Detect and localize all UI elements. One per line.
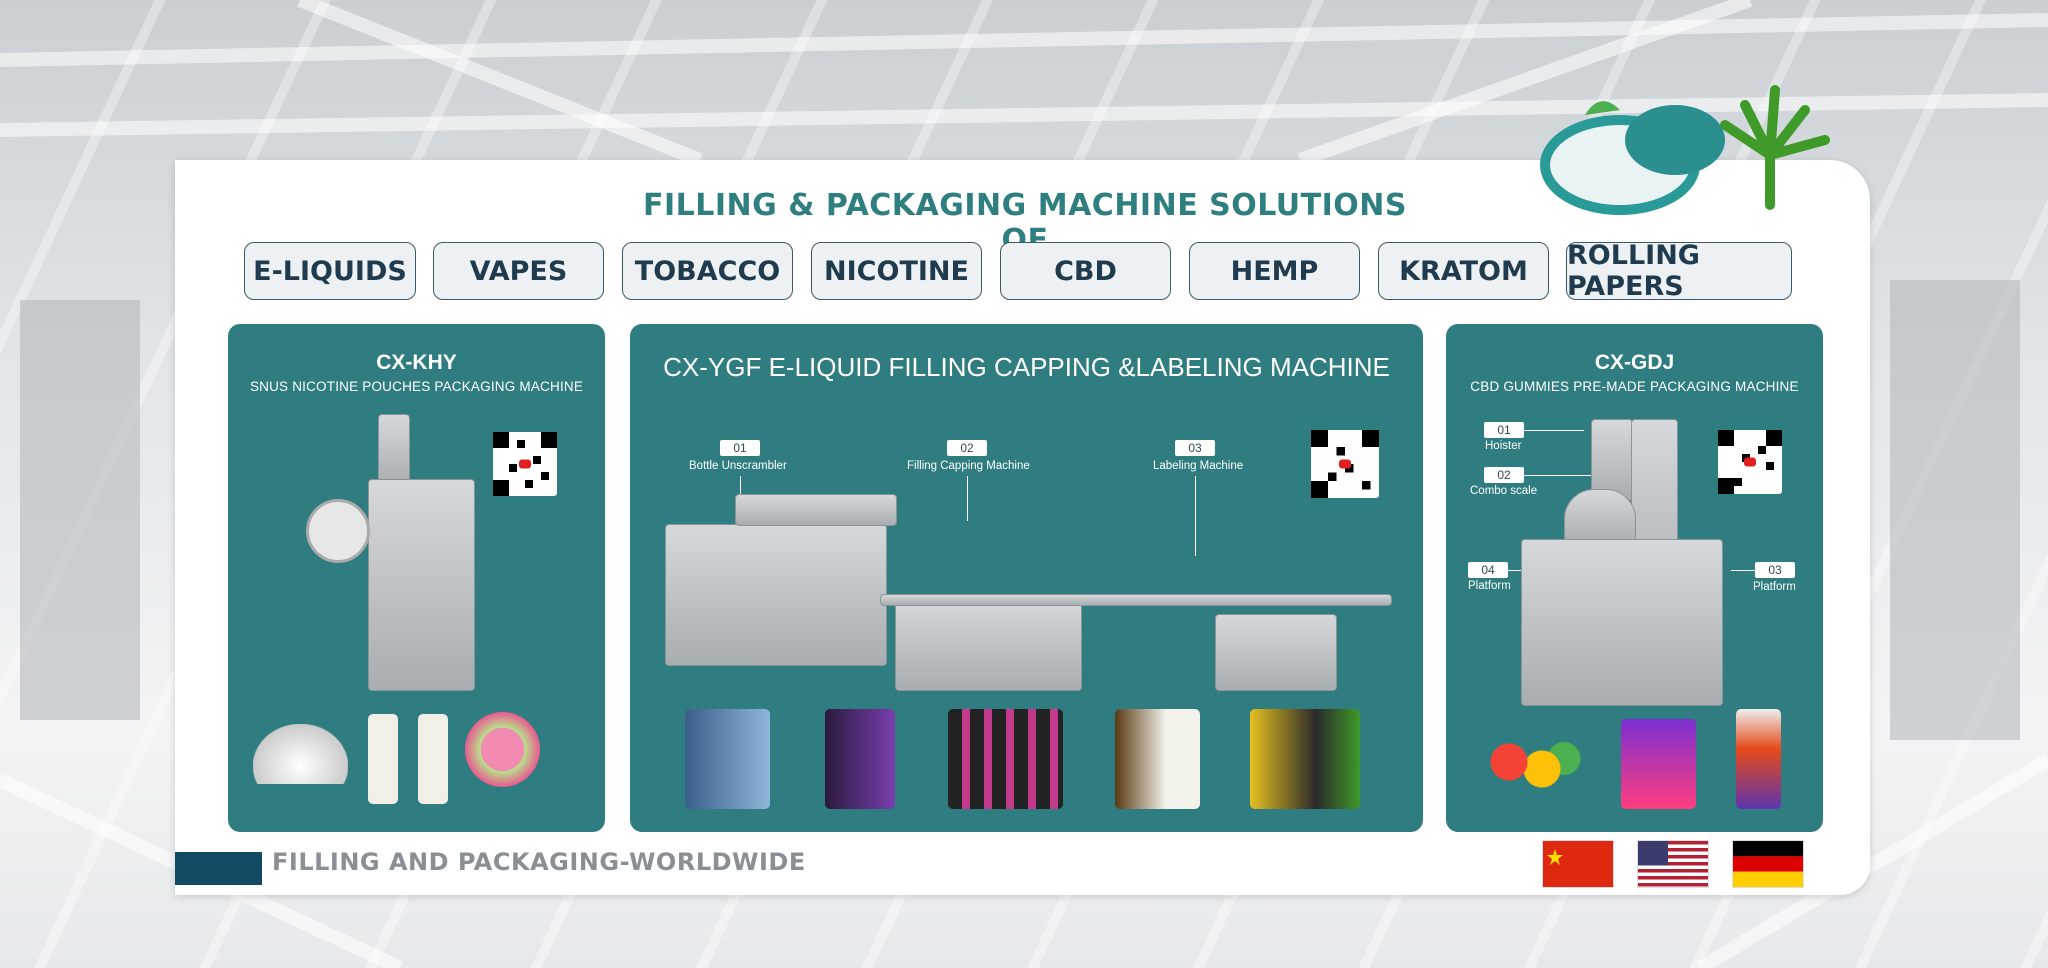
pouch-image: [418, 714, 448, 804]
tab-nicotine[interactable]: NICOTINE: [811, 242, 982, 300]
gummies-image: [1476, 734, 1586, 804]
youtube-icon: [1339, 459, 1351, 469]
pouch-image: [368, 714, 398, 804]
panel-model-name: CX-KHY: [376, 351, 457, 374]
step-badge: 02: [1484, 467, 1524, 483]
eliquid-product-image: [685, 709, 770, 809]
germany-flag-icon: [1732, 840, 1804, 888]
step-label: Combo scale: [1470, 485, 1538, 497]
step-label: Hoister: [1485, 440, 1522, 452]
snus-tin-image: [465, 712, 540, 787]
tab-kratom[interactable]: KRATOM: [1378, 242, 1549, 300]
qr-code-icon[interactable]: [1311, 430, 1379, 498]
labeling-machine-image: [1215, 614, 1337, 691]
gummies-bag-image: [1621, 719, 1696, 809]
footer-text: FILLING AND PACKAGING-WORLDWIDE: [272, 848, 806, 876]
step-label: Platform: [1753, 581, 1796, 593]
powder-image: [253, 724, 348, 784]
step-badge: 03: [1175, 440, 1215, 456]
combo-scale-image: [1564, 489, 1636, 546]
youtube-icon: [1744, 457, 1756, 467]
tab-e-liquids[interactable]: E-LIQUIDS: [244, 242, 416, 300]
panel-subtitle: SNUS NICOTINE POUCHES PACKAGING MACHINE: [249, 379, 584, 394]
bottle-unscrambler-image: [665, 524, 887, 666]
qr-code-icon[interactable]: [1718, 430, 1782, 494]
panel-cx-khy[interactable]: CX-KHY SNUS NICOTINE POUCHES PACKAGING M…: [228, 324, 605, 832]
tab-vapes[interactable]: VAPES: [433, 242, 604, 300]
panel-subtitle: CBD GUMMIES PRE-MADE PACKAGING MACHINE: [1470, 379, 1799, 394]
leader-line: [1195, 476, 1196, 556]
tab-cbd[interactable]: CBD: [1000, 242, 1171, 300]
leader-line: [1731, 570, 1755, 571]
tab-hemp[interactable]: HEMP: [1189, 242, 1360, 300]
china-flag-icon: [1542, 840, 1614, 888]
step-label: Platform: [1468, 580, 1511, 592]
unscrambler-cover: [735, 494, 897, 526]
step-badge: 01: [720, 440, 760, 456]
panel-title: CX-YGF E-LIQUID FILLING CAPPING &LABELIN…: [663, 352, 1390, 382]
filling-capping-machine-image: [895, 599, 1082, 691]
packaging-machine-image: [368, 479, 475, 691]
panel-cx-gdj[interactable]: CX-GDJ CBD GUMMIES PRE-MADE PACKAGING MA…: [1446, 324, 1823, 832]
cbd-product-image: [1250, 709, 1360, 809]
tab-tobacco[interactable]: TOBACCO: [622, 242, 793, 300]
step-label: Bottle Unscrambler: [689, 460, 787, 472]
hopper: [378, 414, 410, 486]
qr-code-icon[interactable]: [493, 432, 557, 496]
leader-line: [740, 476, 741, 498]
leader-line: [1524, 475, 1594, 476]
panel-cx-ygf[interactable]: CX-YGF E-LIQUID FILLING CAPPING &LABELIN…: [630, 324, 1423, 832]
snus-tin-hemp-leaf-icon: [1540, 85, 1830, 215]
panel-model-name: CX-GDJ: [1594, 351, 1675, 374]
footer-accent-bar: [175, 852, 262, 885]
step-badge: 03: [1755, 562, 1795, 578]
step-label: Labeling Machine: [1153, 460, 1244, 472]
leader-line: [967, 476, 968, 521]
step-label: Filling Capping Machine: [907, 460, 1030, 472]
step-badge: 01: [1484, 422, 1524, 438]
leader-line: [1524, 430, 1584, 431]
eliquid-bottles-image: [948, 709, 1063, 809]
gummies-jar-image: [1736, 709, 1781, 809]
gummies-packaging-machine-image: [1521, 539, 1723, 706]
usa-flag-icon: [1637, 840, 1709, 888]
youtube-icon: [519, 459, 531, 469]
step-badge: 04: [1468, 562, 1508, 578]
step-badge: 02: [947, 440, 987, 456]
cbd-eliquid-product-image: [825, 709, 895, 809]
pouch-wheel-icon: [306, 499, 370, 563]
tab-rolling-papers[interactable]: ROLLING PAPERS: [1566, 240, 1792, 302]
leader-line: [1508, 570, 1528, 571]
hemp-oil-product-image: [1115, 709, 1200, 809]
conveyor: [880, 594, 1392, 606]
